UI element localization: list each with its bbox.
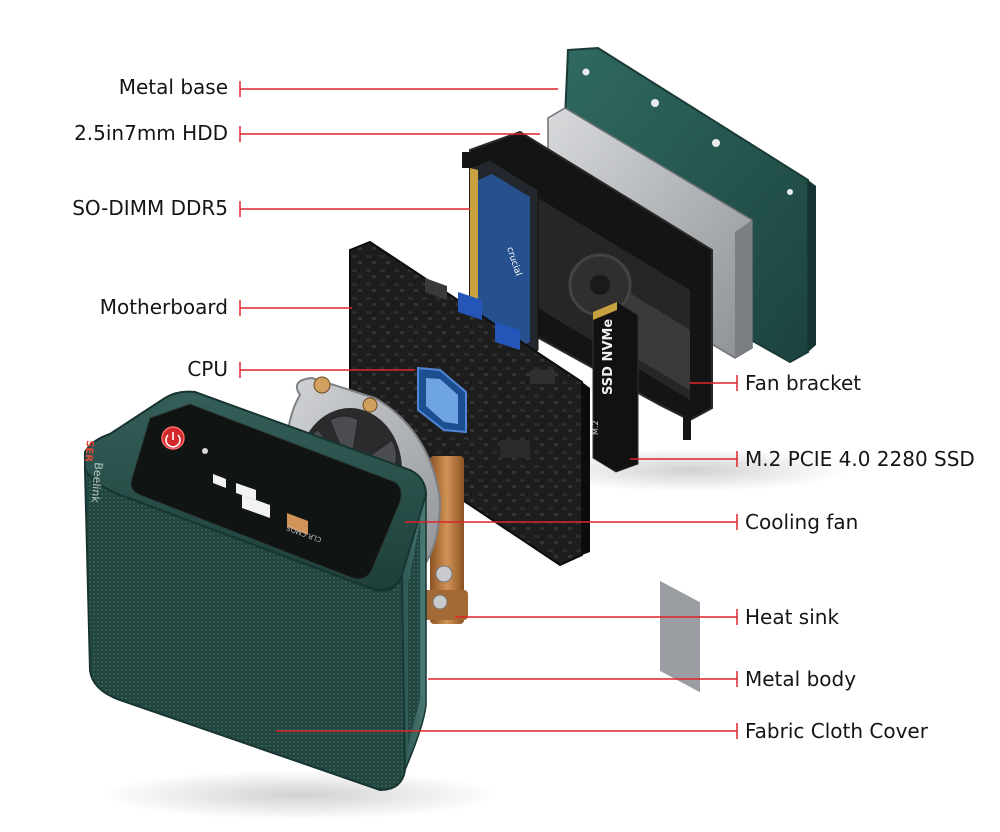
sodimm-ram: crucial xyxy=(469,159,539,359)
top-glass-panel xyxy=(130,403,402,580)
metal-body: CLR CMOS Beelink SER xyxy=(82,390,428,792)
label-hdd: 2.5in7mm HDD xyxy=(74,121,228,145)
m2-ssd: SSD NVMe M.2 xyxy=(591,301,639,473)
label-fabric-cover: Fabric Cloth Cover xyxy=(745,719,928,743)
label-ssd: M.2 PCIE 4.0 2280 SSD xyxy=(745,447,975,471)
label-cooling-fan: Cooling fan xyxy=(745,510,859,534)
model-text: SER xyxy=(82,440,95,463)
label-metal-base: Metal base xyxy=(118,75,228,99)
callout-lines xyxy=(239,81,738,739)
usb-a-port xyxy=(242,495,270,518)
brand-text: Beelink xyxy=(88,462,105,504)
label-motherboard: Motherboard xyxy=(99,295,228,319)
body-shadow xyxy=(100,770,500,820)
label-fan-bracket: Fan bracket xyxy=(745,371,862,395)
label-metal-body: Metal body xyxy=(745,667,857,691)
clear-cmos-icon xyxy=(202,448,208,454)
ssd-label-text: SSD NVMe xyxy=(601,319,616,395)
label-sodimm: SO-DIMM DDR5 xyxy=(72,196,228,220)
usb-a-port-2 xyxy=(287,513,308,535)
usb-c-port xyxy=(236,483,256,500)
label-cpu: CPU xyxy=(187,357,228,381)
label-heat-sink: Heat sink xyxy=(745,605,840,629)
motherboard xyxy=(349,240,590,567)
ssd-small-text: M.2 xyxy=(591,420,600,435)
audio-jack-port xyxy=(213,474,226,488)
